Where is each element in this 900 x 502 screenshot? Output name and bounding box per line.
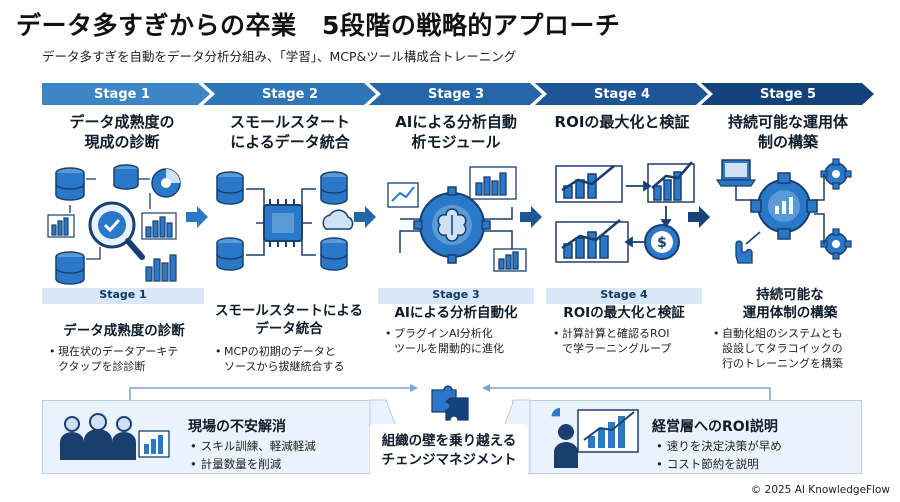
sub-band-4 xyxy=(546,288,702,304)
flow-arrows-icon xyxy=(69,178,151,260)
bottom-right-bullet-2: コスト節約を説明 xyxy=(656,456,759,472)
stage-4-sub-title: ROIの最大化と検証 xyxy=(563,305,685,321)
sub-band-label-1: Stage 1 xyxy=(99,288,147,301)
arrow-3-4 xyxy=(520,206,542,228)
people-icon xyxy=(60,413,136,460)
connector-lines-icon xyxy=(735,174,825,245)
arrow-4-5 xyxy=(688,206,710,228)
sub-band-label-3: Stage 3 xyxy=(432,288,480,301)
change-management-box: 組織の壁を乗り越えるチェンジマネジメント xyxy=(370,424,528,482)
database-icon xyxy=(55,167,85,201)
stage-label-5: Stage 5 xyxy=(759,86,817,102)
sub-band-3 xyxy=(378,288,534,304)
bottom-right-title: 経営層へのROI説明 xyxy=(652,419,778,435)
database-icon xyxy=(320,237,348,271)
stage-chevron-5 xyxy=(701,83,874,105)
bar-chart-icon xyxy=(138,430,170,458)
stage-4-title: ROIの最大化と検証 xyxy=(554,113,690,131)
sub-band-label-4: Stage 4 xyxy=(600,288,648,301)
circuit-chip-icon xyxy=(246,188,316,256)
bottom-right-bullet-1: 速りを決定決策が早め xyxy=(656,438,782,454)
trend-chart-icon xyxy=(647,161,695,203)
stage-1-illustration xyxy=(47,164,186,285)
bottom-connector xyxy=(129,384,771,400)
stage-3-sub-title: AIによる分析自動化 xyxy=(394,305,518,321)
pie-chart-icon xyxy=(151,168,181,198)
stage-label-1: Stage 1 xyxy=(93,86,151,102)
copyright: © 2025 AI KnowledgeFlow xyxy=(750,484,890,496)
stage-3-title: AIによる分析自動析モジュール xyxy=(395,113,517,151)
bar-chart-icon xyxy=(387,182,419,208)
magnifier-check-icon xyxy=(88,201,145,260)
arrow-2-3 xyxy=(354,206,376,228)
trend-chart-icon xyxy=(555,219,629,263)
stage-3-illustration xyxy=(387,166,527,272)
bar-chart-icon xyxy=(493,248,527,272)
bar-chart-icon xyxy=(141,212,186,282)
stage-5-illustration xyxy=(715,158,852,264)
stage-2-title: スモールスタートによるデータ統合 xyxy=(229,113,350,151)
cloud-icon xyxy=(322,209,354,230)
bar-chart-icon xyxy=(469,166,517,200)
stage-5-sub-title: 持続可能な運用体制の構築 xyxy=(742,287,838,321)
stage-4-illustration: $ xyxy=(555,161,695,263)
stage-5-title: 持続可能な運用体制の構築 xyxy=(727,113,848,151)
bar-chart-icon xyxy=(47,214,75,238)
bottom-left-bullet-1: スキル訓練、軽減軽減 xyxy=(190,438,316,454)
page-title: データ多すぎからの卒業 5段階の戦略的アプローチ xyxy=(16,11,621,40)
stage-chevron-1 xyxy=(42,83,210,105)
stage-label-4: Stage 4 xyxy=(593,86,651,102)
stage-1-sub-title: データ成熟度の診断 xyxy=(63,323,185,339)
gear-icon xyxy=(820,158,852,190)
trend-chart-icon xyxy=(555,165,623,203)
stage-chevron-3 xyxy=(369,83,542,105)
stage-chevron-bar xyxy=(42,83,874,105)
bottom-left-title: 現場の不安解消 xyxy=(188,419,286,435)
stage-2-sub-title: スモールスタートによるデータ統合 xyxy=(214,303,364,337)
puzzle-icon xyxy=(431,385,469,421)
cycle-arrows-icon xyxy=(624,180,672,248)
stage-label-3: Stage 3 xyxy=(427,86,485,102)
stage-chevron-4 xyxy=(535,83,708,105)
stage-label-2: Stage 2 xyxy=(261,86,319,102)
svg-text:$: $ xyxy=(657,235,667,251)
database-icon xyxy=(216,171,244,205)
database-icon xyxy=(320,171,348,205)
database-icon xyxy=(216,237,244,271)
arrow-1-2 xyxy=(186,206,208,228)
dollar-coin-icon: $ xyxy=(644,224,680,260)
stage-2-illustration xyxy=(216,171,354,271)
gear-icon xyxy=(820,228,852,260)
page-subtitle: データ多すぎを自動をデータ分析分組み、「学習」、MCP&ツール構成合トレーニング xyxy=(42,49,517,64)
circuit-lines-icon xyxy=(399,207,513,253)
presentation-icon xyxy=(551,408,639,468)
database-icon xyxy=(55,251,85,285)
laptop-icon xyxy=(715,159,757,187)
stage-1-title: データ成熟度の現成の診断 xyxy=(69,113,175,151)
gear-icon xyxy=(750,172,818,240)
brain-gear-icon xyxy=(413,186,491,264)
bottom-left-bullet-2: 計量数量を削減 xyxy=(190,456,282,472)
hand-pointer-icon xyxy=(735,240,753,264)
sub-band-1 xyxy=(42,288,204,304)
stage-chevron-2 xyxy=(203,83,376,105)
database-icon xyxy=(113,164,139,190)
